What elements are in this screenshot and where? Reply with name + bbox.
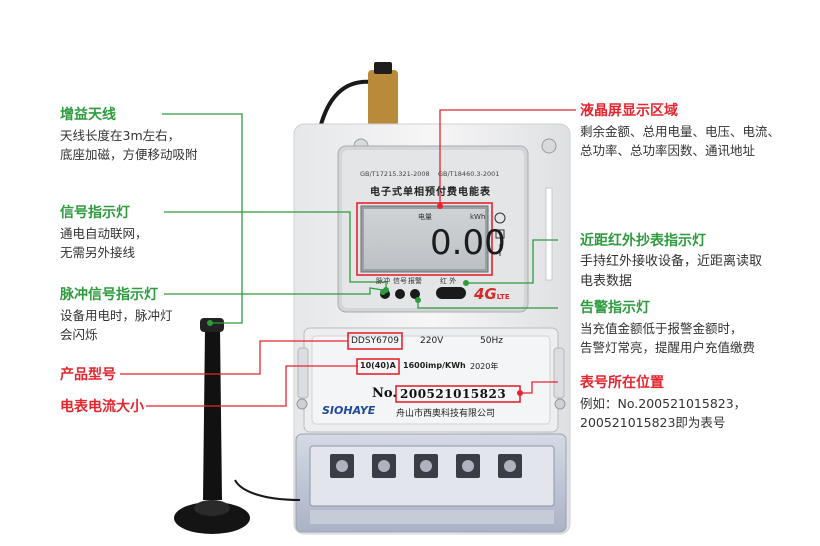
- meter-no-desc-2: 200521015823即为表号: [580, 415, 726, 430]
- antenna-connector: [368, 70, 398, 126]
- serial-number: 200521015823: [400, 387, 507, 401]
- dot-ir: [463, 280, 469, 286]
- meter-current: 10(40)A: [360, 361, 396, 370]
- meter-frequency: 50Hz: [480, 336, 503, 346]
- signal-led-title: 信号指示灯: [60, 205, 130, 221]
- current-title: 电表电流大小: [60, 399, 144, 415]
- led-label-alarm: 报警: [408, 277, 422, 285]
- standard-right: GB/T18460.3-2001: [438, 170, 500, 178]
- alarm-desc-1: 当充值金额低于报警金额时，: [580, 321, 743, 336]
- current-highlight-box: [356, 358, 400, 375]
- dot-antenna: [207, 320, 213, 326]
- ir-label: 红 外: [440, 277, 457, 285]
- pulse-led-desc-1: 设备用电时，脉冲灯: [60, 308, 173, 323]
- meter-impulse: 1600imp/KWh: [403, 361, 466, 370]
- lcd-desc-2: 总功率、总功率因数、通讯地址: [580, 143, 756, 158]
- network-badge: 4GLTE: [474, 284, 510, 303]
- meter-no-desc-1: 例如：No.200521015823，: [580, 396, 747, 411]
- antenna-magnetic-base: [174, 502, 250, 534]
- brand-logo: SIOHAYE: [322, 404, 376, 417]
- signal-led-desc-2: 无需另外接线: [60, 245, 136, 260]
- ir-desc-2: 电表数据: [580, 274, 633, 289]
- dot-alarm: [415, 297, 421, 303]
- lcd-highlight-box: [356, 202, 493, 276]
- ir-title: 近距红外抄表指示灯: [580, 233, 706, 249]
- meter-voltage: 220V: [420, 336, 444, 346]
- dot-pulse: [380, 289, 386, 295]
- meter-year: 2020年: [470, 362, 499, 371]
- lcd-value: 0.00: [430, 223, 506, 263]
- meter-model: DDSY6709: [351, 336, 399, 346]
- alarm-led-shape: [410, 289, 420, 299]
- antenna-desc-1: 天线长度在3m左右，: [60, 128, 181, 143]
- lcd-unit: kWh: [470, 213, 486, 221]
- pulse-led-desc-2: 会闪烁: [60, 327, 98, 342]
- lcd-desc-1: 剩余金额、总用电量、电压、电流、: [580, 124, 781, 139]
- led-label-signal: 信号: [393, 277, 407, 285]
- antenna-desc-2: 底座加磁，方便移动吸附: [60, 147, 198, 162]
- company-name: 舟山市西奥科技有限公司: [396, 409, 496, 419]
- model-highlight-box: [347, 332, 403, 350]
- lcd-label: 电量: [418, 213, 432, 221]
- antenna-cable: [318, 79, 373, 129]
- dot-serial: [517, 390, 523, 396]
- ir-desc-1: 手持红外接收设备，近距离读取: [580, 254, 763, 269]
- standard-left: GB/T17215.321-2008: [360, 170, 430, 178]
- network-badge-lte: LTE: [496, 293, 510, 301]
- antenna-title: 增益天线: [60, 107, 116, 123]
- signal-led-shape: [395, 289, 405, 299]
- pulse-led-title: 脉冲信号指示灯: [60, 287, 158, 303]
- meter-name: 电子式单相预付费电能表: [370, 187, 491, 198]
- dot-lcd: [437, 203, 443, 209]
- signal-led-desc-1: 通电自动联网，: [60, 226, 148, 241]
- serial-prefix: No.: [372, 386, 397, 401]
- ir-window: [436, 287, 466, 299]
- network-badge-4g: 4G: [474, 285, 497, 303]
- led-label-pulse: 脉冲: [376, 277, 390, 285]
- meter-no-title: 表号所在位置: [580, 375, 664, 391]
- antenna-whip: [203, 328, 222, 500]
- alarm-title: 告警指示灯: [580, 300, 650, 316]
- model-title: 产品型号: [60, 367, 116, 383]
- alarm-desc-2: 告警灯常亮，提醒用户充值缴费: [580, 340, 756, 355]
- lcd-title: 液晶屏显示区域: [580, 103, 678, 119]
